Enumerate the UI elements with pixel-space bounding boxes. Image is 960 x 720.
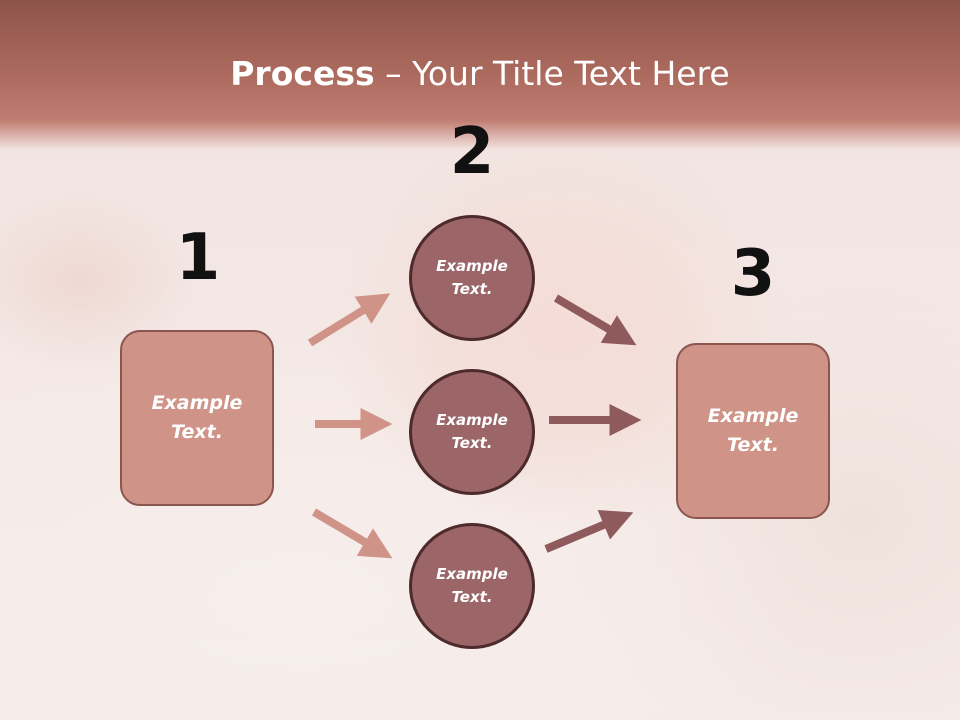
circle-middle-text: Example Text.	[436, 411, 508, 452]
arrow-1-to-top	[307, 293, 391, 347]
header-band	[0, 0, 960, 150]
circle-top-text: Example Text.	[436, 257, 508, 298]
step-1-text: Example Text.	[151, 392, 243, 443]
step-1-box: Example Text.	[120, 330, 274, 506]
step-number-2: 2	[449, 115, 495, 189]
title-bold: Process	[230, 54, 375, 93]
arrow-1-to-bottom	[311, 508, 393, 559]
arrow-top-to-3	[553, 294, 637, 346]
title-rest: – Your Title Text Here	[374, 54, 730, 93]
circle-middle: Example Text.	[409, 369, 535, 495]
arrow-bottom-to-3	[544, 510, 634, 553]
step-3-text: Example Text.	[707, 405, 799, 456]
step-number-1: 1	[175, 221, 221, 295]
slide-title: Process – Your Title Text Here	[0, 52, 960, 96]
circle-top: Example Text.	[409, 215, 535, 341]
step-3-box: Example Text.	[676, 343, 830, 519]
circle-bottom-text: Example Text.	[436, 565, 508, 606]
step-number-3: 3	[730, 237, 776, 311]
circle-bottom: Example Text.	[409, 523, 535, 649]
